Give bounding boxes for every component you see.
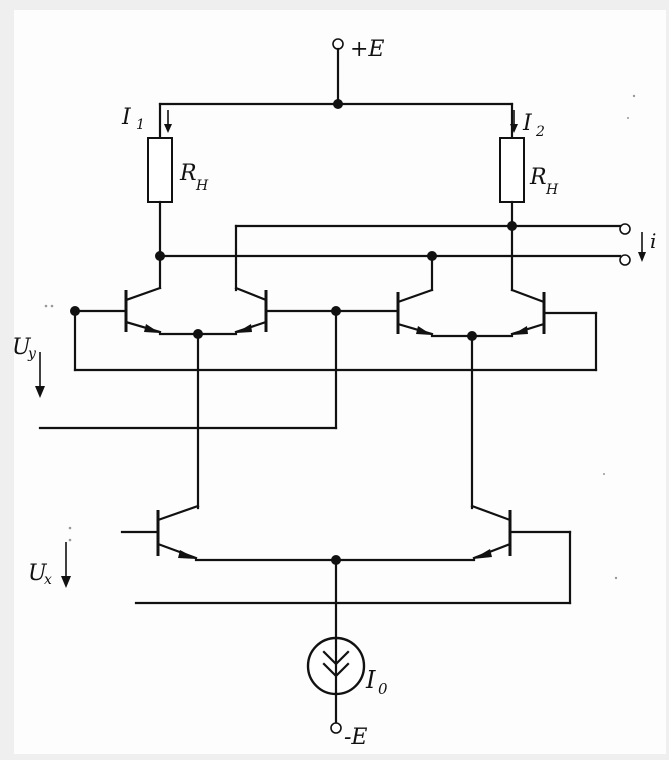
current-i1-subscript: 1 — [136, 117, 145, 133]
upper-left-pair-emitters — [158, 329, 238, 510]
output-current-label: i — [650, 229, 656, 253]
source-current-subscript: 0 — [378, 680, 388, 698]
transistor-q3 — [334, 288, 434, 336]
output-terminal-top — [619, 223, 631, 235]
load-resistor-left — [147, 137, 173, 256]
current-i1-label: I — [121, 105, 132, 130]
input-x-subscript: x — [44, 572, 52, 588]
load-resistor-right — [499, 137, 525, 228]
transistor-q4 — [510, 288, 598, 336]
output-current-arrow — [638, 232, 646, 262]
resistor-left-subscript: H — [195, 178, 209, 194]
transistor-q5 — [120, 504, 200, 560]
input-x-label: U — [28, 561, 48, 586]
current-i2-label: I — [522, 111, 533, 136]
positive-supply-label: +E — [350, 37, 385, 62]
paper-sheet — [14, 10, 666, 754]
scan-specks — [44, 94, 636, 580]
current-arrow-i2 — [510, 110, 518, 133]
input-x-arrow — [61, 542, 71, 588]
transistor-q1 — [78, 286, 162, 334]
resistor-right-subscript: H — [545, 182, 559, 198]
current-arrow-i1 — [164, 110, 172, 133]
lower-pair-wiring — [134, 530, 572, 642]
top-rail — [158, 99, 514, 140]
output-terminal-bottom — [619, 254, 631, 266]
resistor-right-label: R — [529, 165, 547, 190]
resistor-left-label: R — [179, 161, 197, 186]
input-y-arrow — [35, 352, 45, 398]
base-interconnections — [38, 306, 598, 430]
upper-right-pair-emitters — [430, 331, 514, 510]
negative-supply-terminal — [330, 722, 342, 734]
current-i2-subscript: 2 — [535, 124, 545, 140]
positive-supply-terminal — [332, 38, 344, 106]
current-source — [306, 636, 366, 724]
source-current-label: I — [365, 666, 376, 694]
transistor-q2 — [234, 286, 338, 334]
input-y-subscript: y — [27, 346, 37, 362]
output-cross-wiring — [155, 221, 622, 292]
negative-supply-label: -E — [344, 725, 368, 750]
transistor-q6 — [470, 504, 572, 560]
input-y-label: U — [12, 335, 32, 360]
